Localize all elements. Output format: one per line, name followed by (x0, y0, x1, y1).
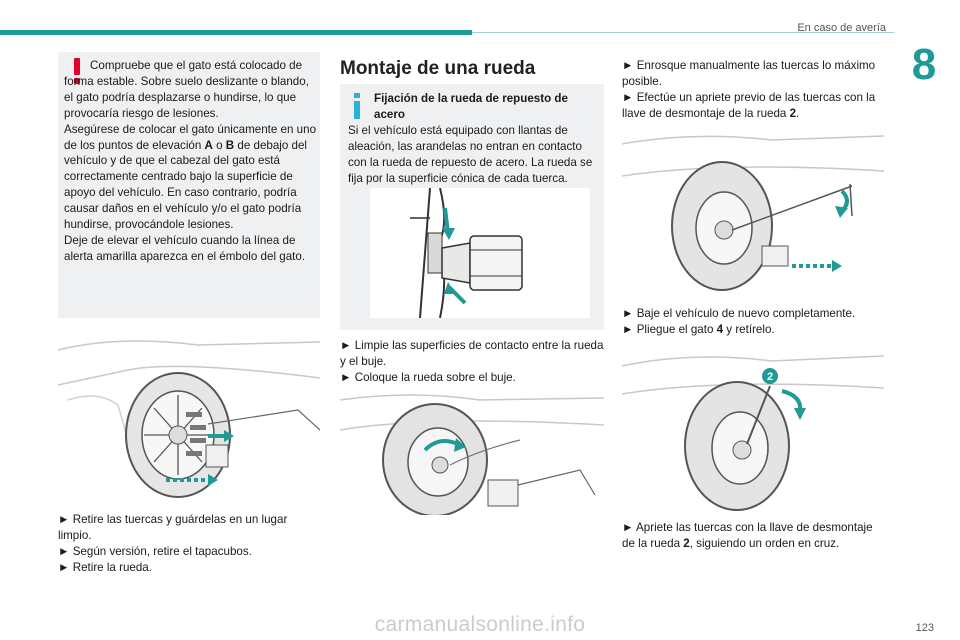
step-place-wheel: ► Coloque la rueda sobre el buje. (340, 371, 516, 384)
place-wheel-illustration (339, 390, 605, 517)
header-accent-bar (0, 30, 472, 35)
right-steps-mid: ► Baje el vehículo de nuevo completament… (622, 306, 884, 338)
step-pre-tighten-dot: . (796, 107, 800, 120)
warning-p2-text: Asegúrese de colocar el gato únicamente … (64, 122, 317, 152)
step-clean-surfaces: ► Limpie las superficies de contacto ent… (340, 339, 604, 368)
left-steps: ► Retire las tuercas y guárdelas en un l… (58, 512, 320, 576)
tool-ref-2: 2 (789, 107, 797, 120)
callout-badge-2: 2 (767, 371, 773, 383)
step-remove-wheel: ► Retire la rueda. (58, 561, 152, 574)
warning-paragraph-3: Deje de elevar el vehículo cuando la lín… (64, 233, 306, 263)
step-final-rest: , siguiendo un orden en cruz. (689, 537, 840, 550)
section-title: Montaje de una rueda (340, 58, 536, 79)
chapter-number: 8 (911, 40, 937, 89)
nut-detail-illustration (370, 187, 590, 319)
tool-ref-2-final: 2 (683, 537, 690, 550)
right-steps-top: ► Enrosque manualmente las tuercas lo má… (622, 58, 884, 122)
jack-ref-4: 4 (716, 323, 724, 336)
remove-nuts-illustration (57, 330, 321, 498)
page-number: 123 (915, 622, 934, 634)
final-tighten-illustration: 2 (621, 346, 885, 512)
warning-p2-rest: de debajo del vehículo y de que el cabez… (64, 138, 308, 232)
step-lower-vehicle: ► Baje el vehículo de nuevo completament… (622, 307, 856, 320)
warning-text: Compruebe que el gato está colocado de f… (64, 58, 316, 265)
step-fold-jack: ► Pliegue el gato 4 y retírelo. (622, 322, 884, 338)
step-fold-jack-rest: y retírelo. (723, 323, 775, 336)
step-fold-jack-text: ► Pliegue el gato (622, 323, 717, 336)
step-final-text: ► Apriete las tuercas con la llave de de… (622, 521, 873, 550)
right-steps-final: ► Apriete las tuercas con la llave de de… (622, 520, 884, 552)
warning-box (58, 52, 320, 318)
info-icon (354, 93, 360, 119)
jack-point-b: B (225, 138, 235, 152)
step-pre-tighten: ► Efectúe un apriete previo de las tuerc… (622, 90, 884, 122)
step-remove-nuts: ► Retire las tuercas y guárdelas en un l… (58, 513, 288, 542)
step-pre-tighten-text: ► Efectúe un apriete previo de las tuerc… (622, 91, 876, 120)
pre-tighten-illustration (621, 126, 885, 294)
header-divider (472, 32, 894, 33)
jack-point-a: A (204, 138, 213, 152)
exclamation-warning-icon (74, 58, 80, 84)
step-screw-nuts: ► Enrosque manualmente las tuercas lo má… (622, 59, 876, 88)
watermark: carmanualsonline.info (374, 613, 586, 636)
info-text: Si el vehículo está equipado con llantas… (348, 124, 593, 186)
warning-paragraph-1: Compruebe que el gato está colocado de f… (64, 59, 309, 120)
info-title: Fijación de la rueda de repuesto de acer… (374, 92, 568, 121)
mid-steps: ► Limpie las superficies de contacto ent… (340, 338, 604, 386)
step-remove-hubcap: ► Según versión, retire el tapacubos. (58, 545, 252, 558)
section-header-title: En caso de avería (797, 22, 886, 34)
warning-paragraph-2: Asegúrese de colocar el gato únicamente … (64, 122, 316, 233)
step-final-tighten: ► Apriete las tuercas con la llave de de… (622, 520, 884, 552)
warning-p2-or: o (212, 138, 226, 152)
